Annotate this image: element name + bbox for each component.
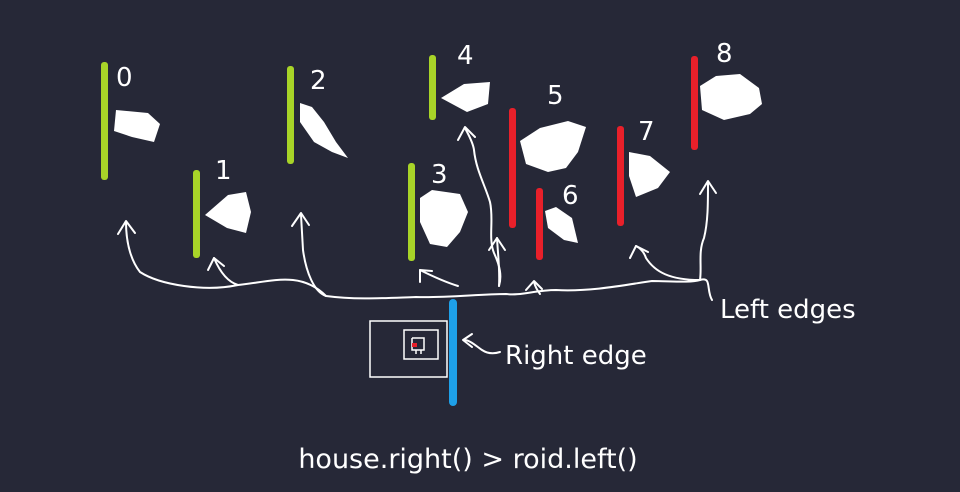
roid-1-shape: [205, 192, 251, 233]
roid-4-shape: [441, 82, 490, 112]
roid-2-shape: [300, 103, 348, 158]
roid-label-7: 7: [638, 117, 655, 147]
roid-6-shape: [545, 207, 578, 243]
roid-label-0: 0: [116, 63, 133, 93]
arrow-to-edge-0: [125, 221, 327, 297]
arrow-to-edge-1: [213, 257, 239, 286]
arrow-to-edge-4: [464, 127, 502, 287]
arrowhead-edge-6: [525, 280, 543, 291]
arrowhead-edge-0: [117, 220, 136, 235]
roid-3-shape: [420, 190, 468, 247]
left-edge-5: [509, 108, 516, 228]
left-edge-0: [101, 62, 108, 180]
arrowhead-edge-1: [207, 257, 225, 271]
house-sprite-icon: [411, 337, 425, 354]
roid-label-8: 8: [716, 39, 733, 69]
right-edge-bar: [449, 299, 457, 406]
house-inner-box: [403, 329, 439, 360]
right-edge-arrowhead: [462, 333, 473, 348]
left-edge-6: [536, 188, 543, 260]
arrowhead-edge-7: [629, 245, 649, 259]
roid-label-3: 3: [431, 160, 448, 190]
roid-label-1: 1: [215, 156, 232, 186]
arrow-to-edge-6: [533, 281, 541, 295]
roid-label-4: 4: [457, 41, 474, 71]
left-edge-arrows: [117, 126, 717, 301]
arrowhead-edge-2: [291, 212, 310, 227]
house-marker: [412, 343, 417, 347]
roid-label-6: 6: [562, 181, 579, 211]
roid-7-shape: [629, 152, 670, 197]
left-edge-3: [408, 163, 415, 261]
arrowhead-edge-3: [419, 269, 433, 283]
house-outer-box: [369, 320, 448, 378]
arrowhead-edge-4: [457, 126, 476, 141]
arrow-to-edge-8: [699, 181, 709, 281]
arrow-to-edge-3: [419, 269, 459, 287]
roid-shapes: [114, 74, 762, 247]
arrowhead-edge-8: [699, 180, 717, 195]
arrow-trunk: [300, 214, 713, 301]
roid-0-shape: [114, 110, 160, 142]
caption: house.right() > roid.left(): [298, 444, 637, 475]
right-edge-label: Right edge: [505, 341, 647, 371]
left-edge-8: [691, 56, 698, 150]
left-edge-1: [193, 170, 200, 258]
roid-5-shape: [520, 121, 586, 172]
roid-label-5: 5: [547, 81, 564, 111]
roid-labels: 0 1 2 3 4 5 6 7 8: [116, 39, 733, 211]
roid-8-shape: [700, 74, 762, 120]
arrowhead-edge-5: [488, 237, 506, 251]
left-edge-4: [429, 55, 436, 120]
arrow-to-edge-5: [496, 237, 501, 287]
house: [369, 299, 501, 406]
left-edge-bars: [101, 55, 698, 261]
right-edge-arrow: [463, 339, 501, 355]
roid-label-2: 2: [310, 66, 327, 96]
left-edge-7: [617, 126, 624, 226]
left-edge-2: [287, 66, 294, 164]
left-edges-label: Left edges: [720, 295, 856, 325]
